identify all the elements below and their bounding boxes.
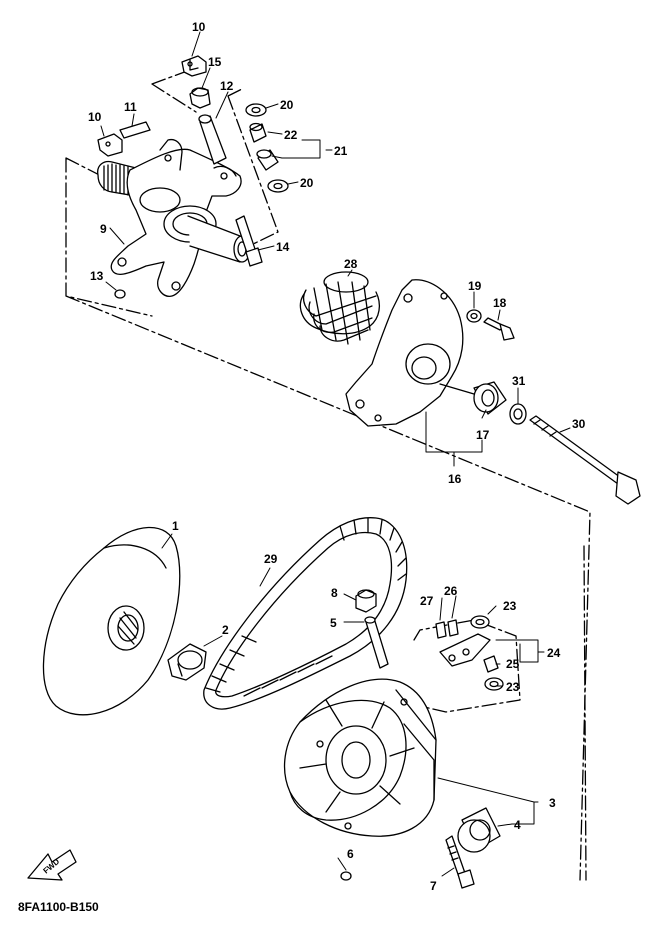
callout-15: 15 xyxy=(208,55,222,69)
plug-6 xyxy=(340,871,352,881)
callout-20-bottom: 20 xyxy=(300,176,314,190)
plug-13 xyxy=(114,289,126,299)
fixed-sheave-cover-16 xyxy=(345,279,475,427)
callout-10-top: 10 xyxy=(192,20,206,34)
slider-block-left xyxy=(97,133,123,157)
spring-28 xyxy=(299,271,381,345)
callout-21: 21 xyxy=(334,144,348,158)
sleeve-5 xyxy=(364,616,389,669)
spider-hub xyxy=(97,138,251,297)
callout-16: 16 xyxy=(448,472,462,486)
secondary-sheave-3 xyxy=(283,678,437,837)
washer-23-top xyxy=(470,615,490,629)
bolt-14 xyxy=(235,215,263,267)
washer-20-top xyxy=(245,103,267,117)
callout-19: 19 xyxy=(468,279,482,293)
slider-block-upper xyxy=(181,55,207,77)
primary-sheave-1 xyxy=(42,526,181,716)
callout-22: 22 xyxy=(284,128,298,142)
callout-25: 25 xyxy=(506,657,520,671)
callout-1: 1 xyxy=(172,519,179,533)
pin-11 xyxy=(119,121,151,139)
leader-lines xyxy=(100,31,571,877)
callout-4: 4 xyxy=(514,818,521,832)
callout-17: 17 xyxy=(476,428,490,442)
callout-labels: 10 15 12 20 11 10 22 21 20 9 14 28 13 19… xyxy=(88,20,586,893)
callout-30: 30 xyxy=(572,417,586,431)
washer-23-bottom xyxy=(484,677,504,691)
fwd-arrow-icon xyxy=(27,849,77,881)
callout-14: 14 xyxy=(276,240,290,254)
nut-15 xyxy=(189,87,211,109)
screw-18 xyxy=(483,317,515,341)
callout-6: 6 xyxy=(347,847,354,861)
callout-7: 7 xyxy=(430,879,437,893)
bushing-2 xyxy=(167,643,207,681)
ramp-bracket-24 xyxy=(439,633,491,667)
callout-26: 26 xyxy=(444,584,458,598)
callout-24: 24 xyxy=(547,646,561,660)
callout-9: 9 xyxy=(100,222,107,236)
callout-12: 12 xyxy=(220,79,234,93)
drive-belt-29 xyxy=(203,517,408,710)
callout-11: 11 xyxy=(124,100,137,114)
nut-8 xyxy=(355,589,377,613)
bolt-7 xyxy=(445,835,475,889)
callout-5: 5 xyxy=(330,616,337,630)
bolt-30 xyxy=(529,415,641,505)
washer-19 xyxy=(466,309,482,323)
callout-31: 31 xyxy=(512,374,526,388)
collar-22 xyxy=(249,122,267,143)
dashed-assembly-boundary-lower xyxy=(413,545,587,881)
callout-3: 3 xyxy=(549,796,556,810)
callout-23-top: 23 xyxy=(503,599,517,613)
bushing-4 xyxy=(457,807,501,853)
callout-29: 29 xyxy=(264,552,278,566)
callout-2: 2 xyxy=(222,623,229,637)
washer-20-bottom xyxy=(267,179,289,193)
bushing-17 xyxy=(473,381,507,415)
callout-18: 18 xyxy=(493,296,507,310)
bushing-21 xyxy=(256,149,279,171)
diagram-code: 8FA1100-B150 xyxy=(18,900,99,914)
callout-13: 13 xyxy=(90,269,104,283)
callout-28: 28 xyxy=(344,257,358,271)
washer-31 xyxy=(509,403,527,425)
collar-25 xyxy=(483,655,499,673)
sleeve-12 xyxy=(198,114,227,165)
callout-10-left: 10 xyxy=(88,110,102,124)
screw-27 xyxy=(435,621,447,639)
callout-20-top: 20 xyxy=(280,98,294,112)
callout-8: 8 xyxy=(331,586,338,600)
callout-23-bottom: 23 xyxy=(506,680,520,694)
screw-26 xyxy=(447,619,459,637)
callout-27: 27 xyxy=(420,594,434,608)
